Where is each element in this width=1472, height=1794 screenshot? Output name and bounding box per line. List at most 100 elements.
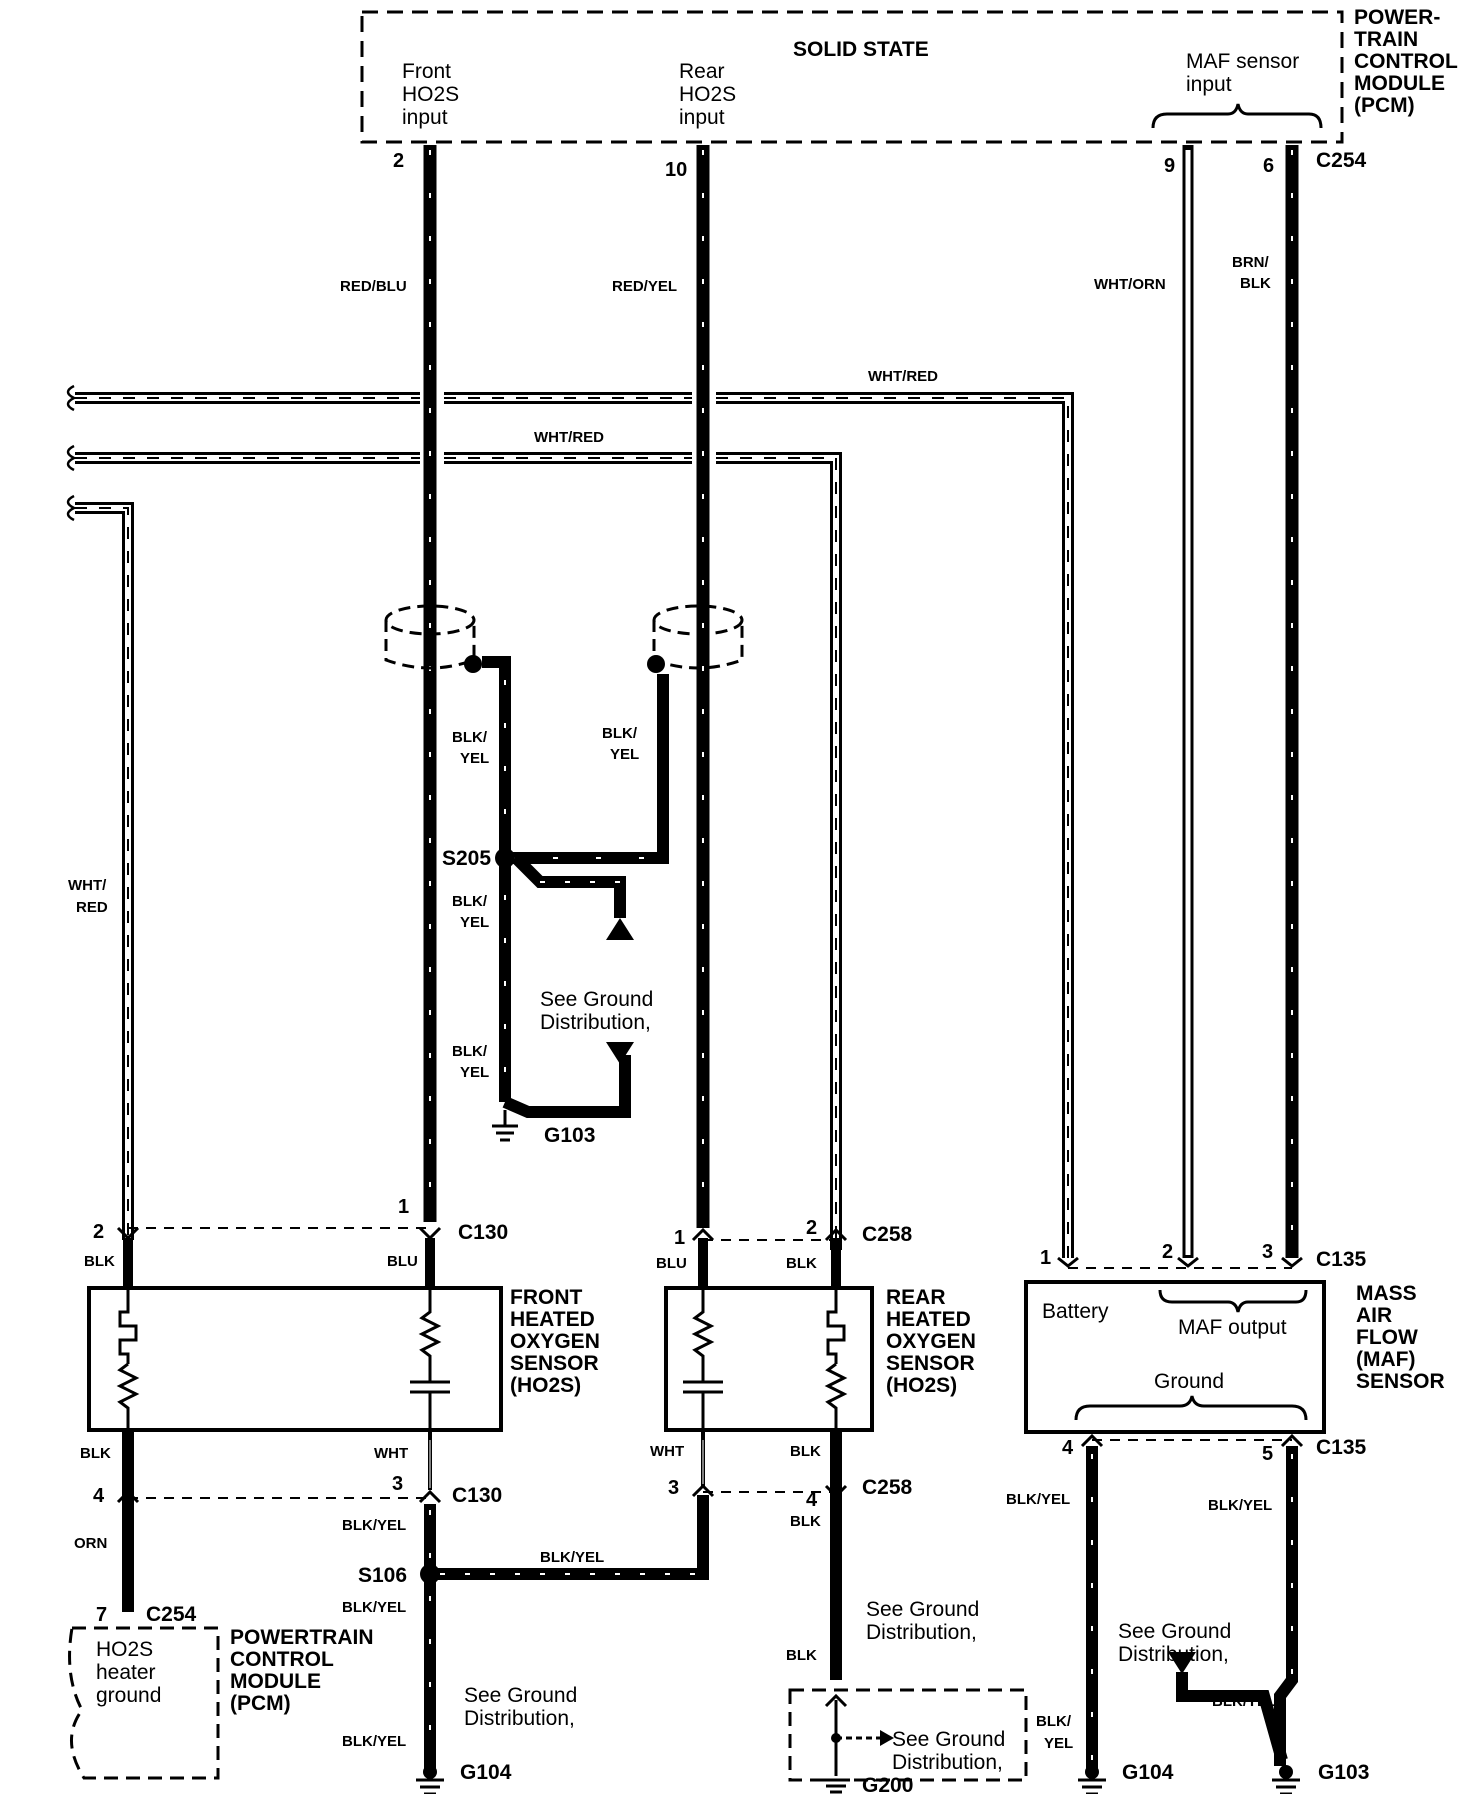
svg-text:BLK/: BLK/ [452, 729, 488, 746]
ground-g104-front-label: G104 [460, 1761, 512, 1784]
connector-chevrons [116, 1226, 1303, 1268]
c135-pin-2: 2 [1162, 1241, 1173, 1263]
c130-lower-chevrons [116, 1489, 442, 1504]
wire-label-blu-front: BLU [387, 1253, 418, 1270]
rear-ho2s-title: REAR HEATED OXYGEN SENSOR (HO2S) [886, 1286, 976, 1397]
front-shield-drain-dot [464, 655, 482, 673]
wire-label-blk-yel-4: BLK/ YEL [452, 1043, 489, 1081]
pcm-bottom-box [68, 1626, 220, 1780]
rear-ho2s-input-label: Rear HO2S input [679, 60, 736, 129]
svg-text:See Ground: See Ground [866, 1598, 979, 1621]
wire-label-wht-front: WHT [374, 1445, 408, 1462]
svg-text:FRONT: FRONT [510, 1286, 582, 1309]
wire-label-blk-rear-b: BLK [790, 1513, 821, 1530]
shield-drain-wires [482, 656, 669, 1118]
maf-sensor-input-label: MAF sensor input [1186, 50, 1299, 96]
svg-text:See Ground: See Ground [1118, 1620, 1231, 1643]
svg-text:MAF sensor: MAF sensor [1186, 50, 1299, 73]
svg-text:Rear: Rear [679, 60, 725, 83]
svg-text:(MAF): (MAF) [1356, 1348, 1415, 1371]
wire-label-orn: ORN [74, 1535, 107, 1552]
wire-label-blk-yel-front-b: BLK/YEL [342, 1599, 406, 1616]
svg-text:CONTROL: CONTROL [1354, 50, 1458, 73]
svg-text:Distribution,: Distribution, [540, 1011, 651, 1034]
svg-text:Front: Front [402, 60, 451, 83]
pcm-bottom-pin-7: 7 [96, 1604, 107, 1626]
svg-text:(PCM): (PCM) [230, 1692, 291, 1715]
svg-text:YEL: YEL [460, 1064, 489, 1081]
svg-text:AIR: AIR [1356, 1304, 1392, 1327]
maf-input-brace [1151, 103, 1323, 129]
wire-label-red-blu: RED/BLU [340, 278, 407, 295]
svg-text:(HO2S): (HO2S) [886, 1374, 957, 1397]
c135-lower-label: C135 [1316, 1436, 1367, 1459]
svg-text:HO2S: HO2S [402, 83, 459, 106]
wire-label-blk-rear-c: BLK [786, 1647, 817, 1664]
rear-shield-drain-dot [647, 655, 665, 673]
wire-label-wht-rear: WHT [650, 1443, 684, 1460]
c258-pin-2: 2 [806, 1217, 817, 1239]
svg-text:input: input [679, 106, 725, 129]
svg-text:Distribution,: Distribution, [892, 1751, 1003, 1774]
s106-jumper-wire [430, 1495, 709, 1580]
svg-text:(PCM): (PCM) [1354, 94, 1415, 117]
front-ho2s-box [87, 1286, 503, 1432]
svg-text:BLK/: BLK/ [602, 725, 638, 742]
svg-text:input: input [1186, 73, 1232, 96]
wire-label-wht-orn: WHT/ORN [1094, 276, 1166, 293]
svg-text:HEATED: HEATED [510, 1308, 595, 1331]
wht-red-feed-top [75, 392, 1074, 1258]
svg-text:YEL: YEL [460, 914, 489, 931]
svg-text:POWERTRAIN: POWERTRAIN [230, 1626, 374, 1649]
g200-junction [831, 1733, 841, 1743]
svg-text:OXYGEN: OXYGEN [510, 1330, 600, 1353]
maf-ground-brace [1074, 1395, 1308, 1421]
ho2s-heater-ground-label: HO2S heater ground [96, 1638, 161, 1707]
svg-text:HO2S: HO2S [96, 1638, 153, 1661]
wire-label-brn-blk: BRN/ BLK [1232, 254, 1271, 292]
svg-text:YEL: YEL [460, 750, 489, 767]
wire-label-blu-rear: BLU [656, 1255, 687, 1272]
c135-pin-4: 4 [1062, 1437, 1074, 1459]
svg-text:MODULE: MODULE [230, 1670, 321, 1693]
ground-symbol-g104-front [416, 1765, 444, 1794]
wire-label-blk-yel-maf-g104: BLK/ YEL [1036, 1713, 1073, 1752]
solid-state-label: SOLID STATE [793, 38, 929, 61]
maf-ground-wire-right [1176, 1446, 1298, 1766]
c130-pin-3: 3 [392, 1473, 403, 1495]
maf-sensor-title: MASS AIR FLOW (MAF) SENSOR [1356, 1282, 1445, 1393]
wire-label-blk-front-bottom: BLK [80, 1445, 111, 1462]
c130-upper-label: C130 [458, 1221, 508, 1244]
svg-text:POWER-: POWER- [1354, 6, 1440, 29]
wire-label-blk-yel-maf-g103: BLK/YEL [1212, 1693, 1276, 1710]
g200-ground-box [788, 1688, 1028, 1782]
svg-text:BRN/: BRN/ [1232, 254, 1269, 271]
maf-output-label: MAF output [1178, 1316, 1287, 1339]
front-shield [384, 604, 476, 670]
c258-lower-chevrons [691, 1483, 848, 1499]
wire-label-blk-rear-heater: BLK [786, 1255, 817, 1272]
c130-pin-4: 4 [93, 1485, 105, 1507]
pcm-pin-6: 6 [1263, 155, 1274, 177]
splice-s106-dot [420, 1564, 440, 1584]
c130-pin-1: 1 [398, 1196, 409, 1218]
pcm-bottom-connector: C254 [146, 1603, 197, 1626]
ground-symbol-g103-upper [492, 1110, 518, 1142]
svg-text:See Ground: See Ground [540, 988, 653, 1011]
svg-text:HO2S: HO2S [679, 83, 736, 106]
front-sensor-element-icon [410, 1288, 450, 1430]
maf-battery-label: Battery [1042, 1300, 1109, 1323]
splice-s205-dot [495, 848, 515, 868]
svg-text:SENSOR: SENSOR [510, 1352, 599, 1375]
splice-s106-label: S106 [358, 1564, 407, 1587]
see-ground-note-4: See Ground Distribution, [892, 1728, 1005, 1774]
see-ground-note-3: See Ground Distribution, [866, 1598, 979, 1644]
svg-text:RED: RED [76, 899, 108, 916]
svg-text:See Ground: See Ground [464, 1684, 577, 1707]
maf-ground-label: Ground [1154, 1370, 1224, 1393]
wire-label-wht-red-top: WHT/RED [868, 368, 938, 385]
pcm-bottom-title: POWERTRAIN CONTROL MODULE (PCM) [230, 1626, 374, 1715]
ground-symbol-g200 [822, 1778, 850, 1794]
wht-red-feed-left [75, 502, 134, 1240]
